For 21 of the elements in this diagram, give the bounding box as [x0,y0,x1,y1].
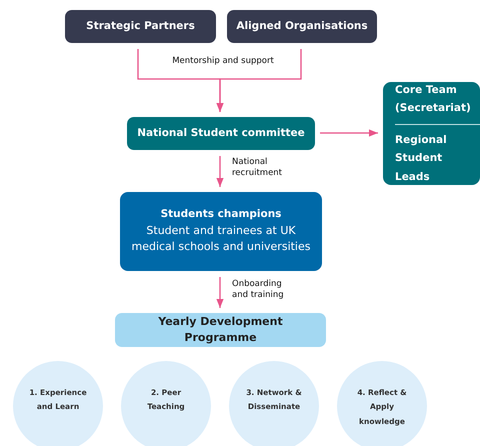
box-title: Aligned Organisations [235,18,369,34]
box-title: Strategic Partners [85,18,196,34]
committee-box [127,117,315,150]
edge-label: Mentorship and support [171,56,275,68]
team-label: Regional Student Leads [395,124,480,188]
team-label: Core Team (Secretariat) [395,83,472,116]
connector-arrow [216,277,224,308]
edge-label: Onboarding and training [232,279,285,302]
box-title: Students champions [160,207,282,222]
partner-box [65,10,216,43]
champions-box [120,192,322,271]
connector-arrow [320,129,378,137]
box-title: National Student committee [136,126,306,141]
partner-box [227,10,377,43]
connector-arrow [216,156,224,187]
programme-box [115,313,326,347]
box-text: Student and trainees at UK medical schools and universities [130,222,312,256]
edge-label: National recruitment [232,157,284,180]
team-box [383,82,480,185]
box-title: Yearly Development Programme [157,314,284,346]
connector-arrow [216,49,302,112]
